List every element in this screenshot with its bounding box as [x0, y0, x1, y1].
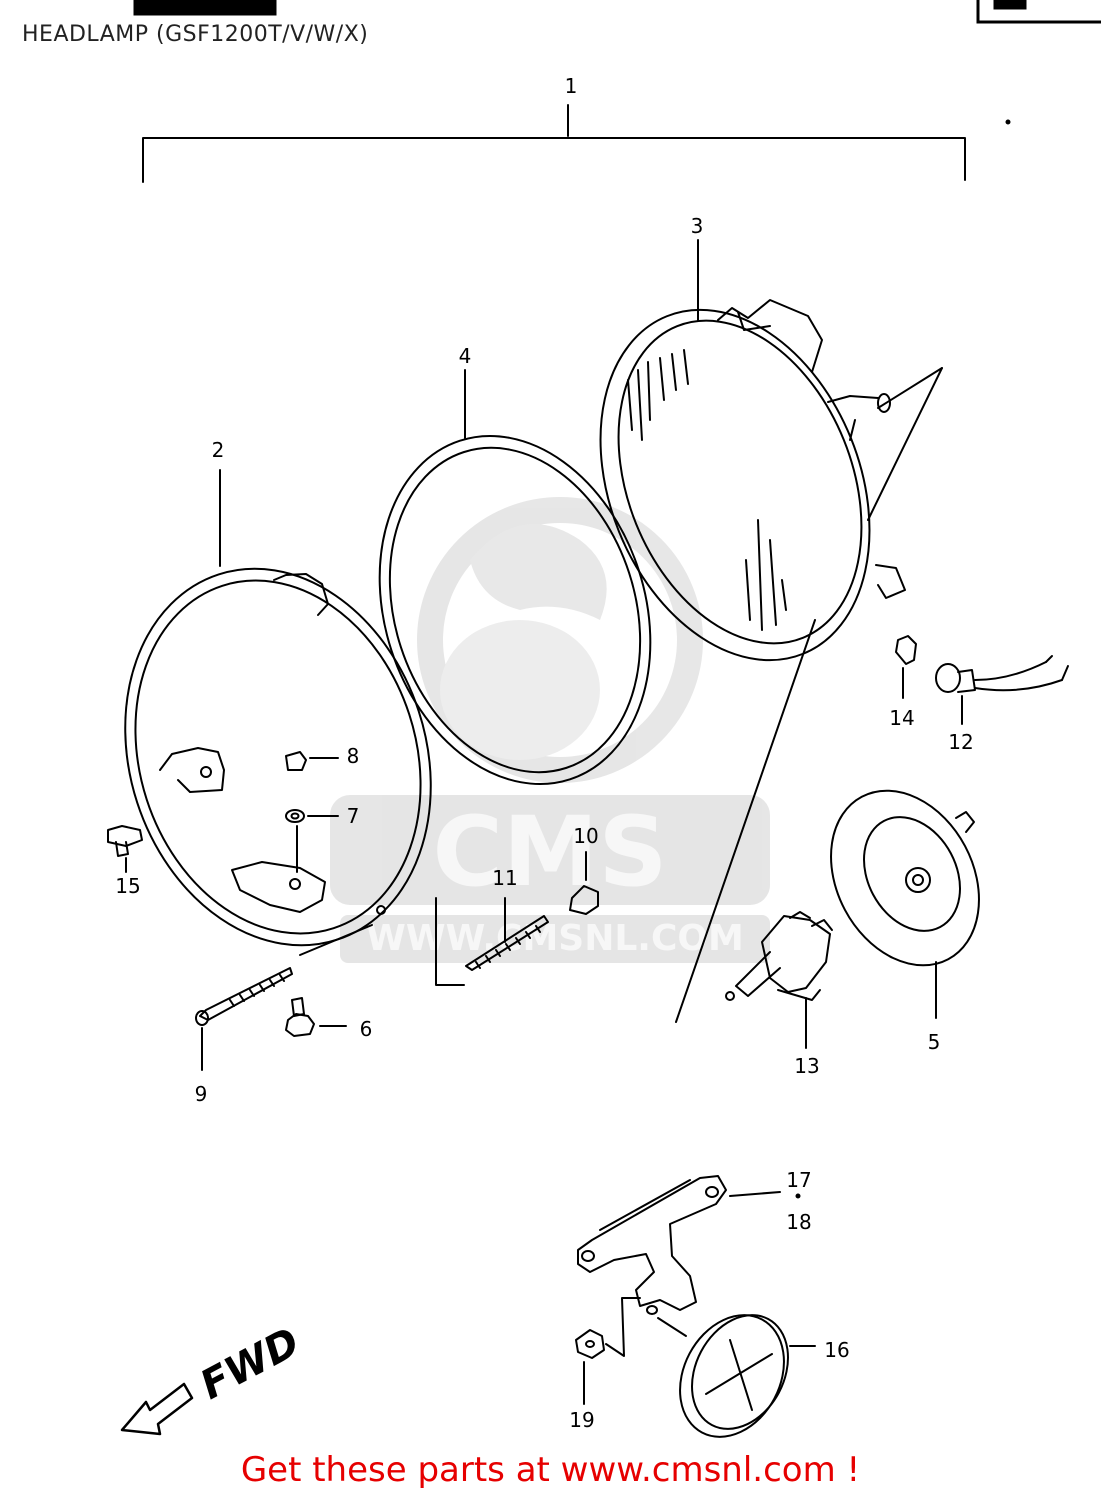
part-label-16[interactable]: 16 — [824, 1338, 850, 1362]
assembly-bracket — [142, 104, 1011, 183]
part-label-4[interactable]: 4 — [458, 344, 472, 368]
part-label-7[interactable]: 7 — [346, 804, 360, 828]
headlamp-rim — [124, 469, 432, 947]
headlamp-unit — [599, 239, 943, 662]
cap-16 — [657, 1314, 816, 1438]
part-label-8[interactable]: 8 — [346, 744, 360, 768]
part-label-2[interactable]: 2 — [211, 438, 225, 462]
nut-8 — [285, 751, 339, 771]
bulb-13 — [725, 911, 833, 1049]
part-label-5[interactable]: 5 — [927, 1030, 941, 1054]
footer-promo-link[interactable]: Get these parts at www.cmsnl.com ! — [240, 1450, 861, 1490]
part-label-12[interactable]: 12 — [948, 730, 974, 754]
nut-10 — [569, 851, 599, 915]
part-label-1[interactable]: 1 — [564, 74, 578, 98]
part-label-9[interactable]: 9 — [194, 1082, 208, 1106]
watermark-url: WWW.CMSNL.COM — [366, 918, 744, 959]
screw-15 — [107, 825, 143, 873]
part-label-11[interactable]: 11 — [492, 866, 518, 890]
washer-7 — [285, 809, 339, 873]
part-label-17[interactable]: 17 — [786, 1168, 812, 1192]
part-label-6[interactable]: 6 — [359, 1017, 373, 1041]
rubber-ring — [378, 369, 652, 785]
assembly-line — [675, 619, 816, 1023]
bolt-6 — [285, 997, 347, 1037]
part-label-15[interactable]: 15 — [115, 874, 141, 898]
spring-11 — [435, 897, 549, 986]
socket-cover-5 — [830, 789, 980, 1019]
corner-marks — [133, 0, 1101, 24]
part-label-19[interactable]: 19 — [569, 1408, 595, 1432]
nut-19 — [575, 1297, 641, 1405]
part-label-13[interactable]: 13 — [794, 1054, 820, 1078]
bulb-14 — [895, 635, 917, 699]
bolt-9 — [195, 924, 373, 1071]
fwd-arrow-icon — [120, 1382, 194, 1436]
fwd-label: FWD — [193, 1319, 307, 1409]
bracket-17 — [577, 1175, 801, 1315]
watermark: CMS WWW.CMSNL.COM — [330, 497, 770, 963]
socket-12 — [935, 655, 1069, 725]
page-title: HEADLAMP (GSF1200T/V/W/X) — [22, 22, 369, 47]
part-label-3[interactable]: 3 — [690, 214, 704, 238]
part-label-14[interactable]: 14 — [889, 706, 915, 730]
part-label-10[interactable]: 10 — [573, 824, 599, 848]
watermark-brand: CMS — [432, 796, 667, 908]
part-label-18[interactable]: 18 — [786, 1210, 812, 1234]
